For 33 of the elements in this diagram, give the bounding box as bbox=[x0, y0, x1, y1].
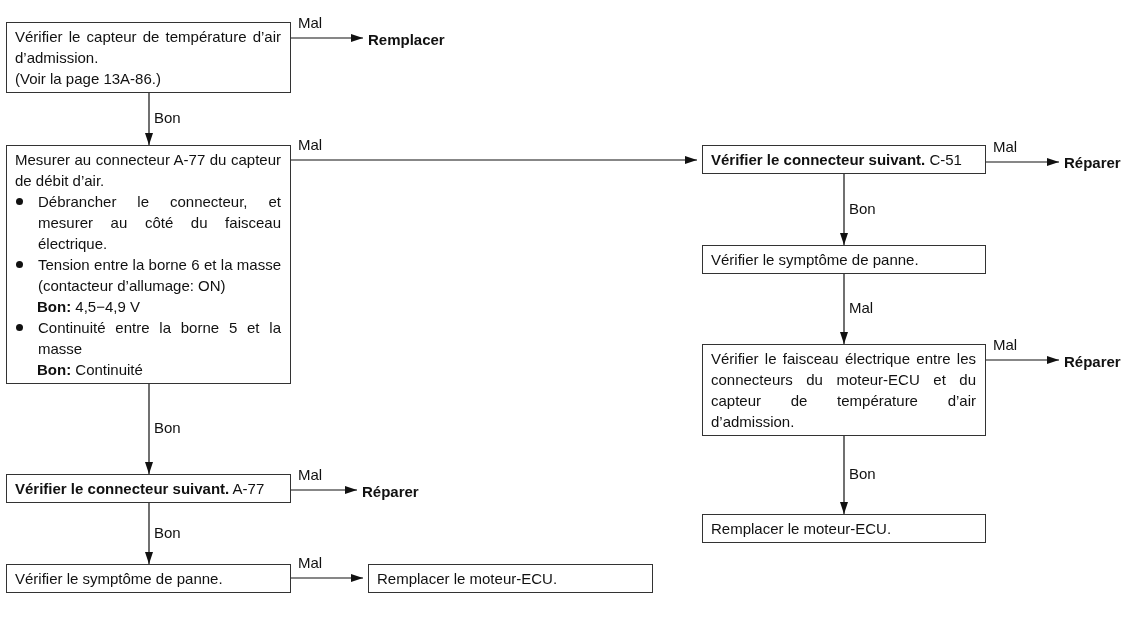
process-box bbox=[6, 145, 291, 384]
arrow bbox=[985, 356, 1060, 364]
process-box bbox=[6, 22, 291, 93]
arrow bbox=[840, 273, 848, 345]
arrow bbox=[145, 502, 153, 565]
arrow bbox=[840, 435, 848, 515]
step-text: Débrancher le connecteur, et mesurer au côté du faisceau électrique. bbox=[38, 192, 281, 254]
arrow bbox=[290, 486, 358, 494]
process-box: Vérifier le faisceau électrique entre les connecteurs du moteur-ECU et du capteur de température d’air d’admission. bbox=[702, 344, 986, 436]
arrow bbox=[290, 156, 698, 164]
step-text: Bon: 4,5−4,9 V bbox=[37, 297, 141, 317]
arrow bbox=[290, 34, 364, 42]
process-box: Remplacer le moteur-ECU. bbox=[368, 564, 653, 593]
process-box: Remplacer le moteur-ECU. bbox=[702, 514, 986, 543]
step-text: Mesurer au connecteur A-77 du capteur de débit d’air. bbox=[15, 150, 281, 191]
process-box: Vérifier le connecteur suivant. C-51 bbox=[702, 145, 986, 174]
step-text: Continuité entre la borne 5 et la masse bbox=[38, 318, 281, 359]
process-box: Vérifier le symptôme de panne. bbox=[6, 564, 291, 593]
arrow bbox=[985, 158, 1060, 166]
arrow bbox=[840, 173, 848, 246]
arrow bbox=[145, 92, 153, 146]
result-text: Réparer bbox=[1064, 152, 1121, 173]
step-text: Vérifier le capteur de température d’air d’admission. bbox=[15, 27, 281, 68]
process-box: Vérifier le connecteur suivant. A-77 bbox=[6, 474, 291, 503]
result-text: Réparer bbox=[362, 481, 419, 502]
step-text: Tension entre la borne 6 et la masse (contacteur d’allumage: ON) bbox=[38, 255, 281, 296]
arrow bbox=[290, 574, 364, 582]
step-text: Bon: Continuité bbox=[37, 360, 144, 380]
process-box: Vérifier le symptôme de panne. bbox=[702, 245, 986, 274]
result-text: Réparer bbox=[1064, 351, 1121, 372]
arrow bbox=[145, 383, 153, 475]
result-text: Remplacer bbox=[368, 29, 445, 50]
step-text: (Voir la page 13A-86.) bbox=[15, 69, 162, 89]
